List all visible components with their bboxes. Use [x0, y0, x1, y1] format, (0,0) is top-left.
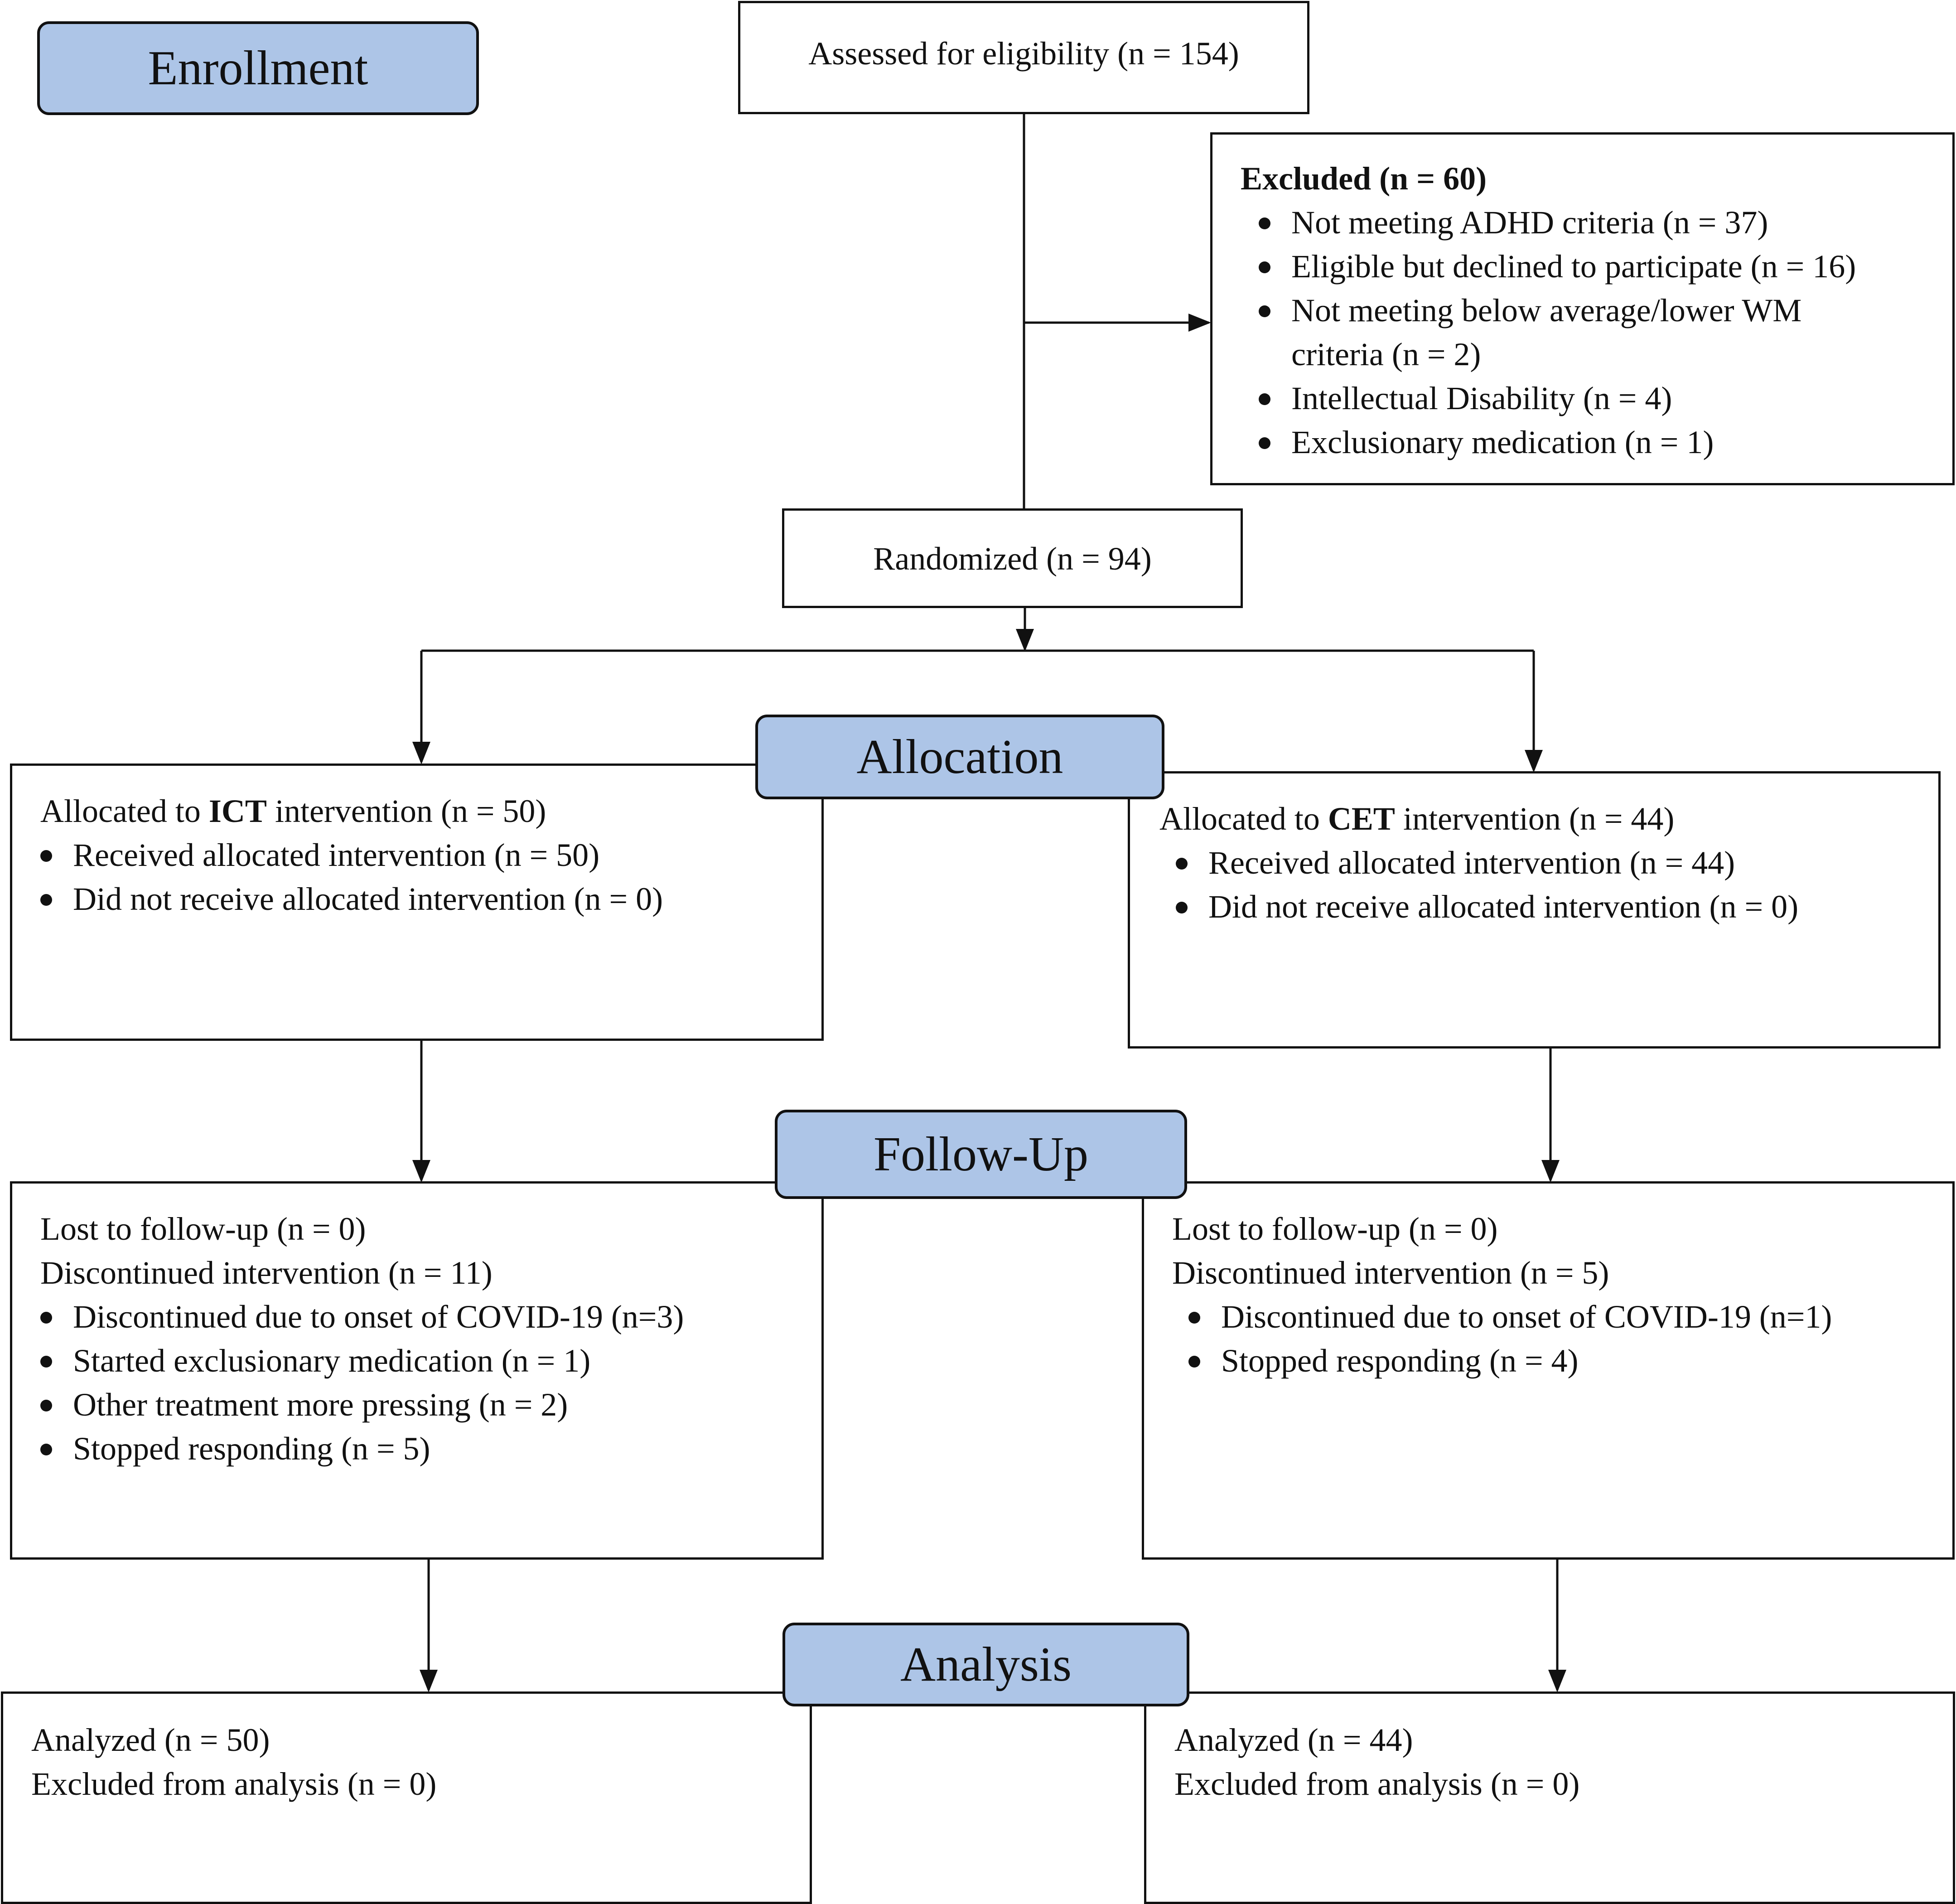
- followup-cet-list: Discontinued due to onset of COVID-19 (n…: [1172, 1295, 1952, 1383]
- analysis-cet-excluded: Excluded from analysis (n = 0): [1174, 1766, 1580, 1802]
- excluded-item: Exclusionary medication (n = 1): [1259, 420, 1952, 464]
- followup-cet-box: Lost to follow-up (n = 0) Discontinued i…: [1142, 1181, 1955, 1560]
- stage-analysis-label: Analysis: [900, 1637, 1072, 1691]
- followup-ict-item: Other treatment more pressing (n = 2): [40, 1383, 821, 1427]
- stage-follow-up: Follow-Up: [775, 1110, 1187, 1199]
- allocation-cet-list: Received allocated intervention (n = 44)…: [1159, 841, 1938, 929]
- assessed-box: Assessed for eligibility (n = 154): [738, 1, 1309, 114]
- randomized-text: Randomized (n = 94): [873, 541, 1152, 577]
- analysis-cet-analyzed: Analyzed (n = 44): [1174, 1722, 1413, 1758]
- allocation-ict-list: Received allocated intervention (n = 50)…: [40, 833, 821, 921]
- stage-enrollment-label: Enrollment: [148, 41, 368, 95]
- excluded-list: Not meeting ADHD criteria (n = 37) Eligi…: [1241, 201, 1952, 464]
- followup-ict-box: Lost to follow-up (n = 0) Discontinued i…: [10, 1181, 824, 1560]
- followup-cet-item: Stopped responding (n = 4): [1188, 1339, 1952, 1383]
- randomized-box: Randomized (n = 94): [782, 508, 1243, 608]
- allocation-cet-heading: Allocated to CET intervention (n = 44): [1159, 801, 1675, 837]
- excluded-item: Eligible but declined to participate (n …: [1259, 245, 1952, 289]
- group-ict: ICT: [208, 793, 267, 829]
- excluded-item: Intellectual Disability (n = 4): [1259, 377, 1952, 420]
- analysis-ict-excluded: Excluded from analysis (n = 0): [31, 1766, 437, 1802]
- followup-ict-item: Discontinued due to onset of COVID-19 (n…: [40, 1295, 821, 1339]
- group-cet: CET: [1328, 801, 1395, 837]
- allocation-cet-box: Allocated to CET intervention (n = 44) R…: [1128, 771, 1941, 1049]
- excluded-item: Not meeting below average/lower WM: [1259, 289, 1952, 333]
- allocation-ict-heading: Allocated to ICT intervention (n = 50): [40, 793, 546, 829]
- excluded-item-continuation: criteria (n = 2): [1291, 336, 1481, 372]
- followup-ict-item: Started exclusionary medication (n = 1): [40, 1339, 821, 1383]
- analysis-ict-analyzed: Analyzed (n = 50): [31, 1722, 270, 1758]
- analysis-ict-box: Analyzed (n = 50) Excluded from analysis…: [1, 1691, 812, 1904]
- analysis-cet-box: Analyzed (n = 44) Excluded from analysis…: [1144, 1691, 1955, 1904]
- assessed-text: Assessed for eligibility (n = 154): [808, 35, 1239, 72]
- excluded-item: Not meeting ADHD criteria (n = 37): [1259, 201, 1952, 245]
- followup-cet-discontinued: Discontinued intervention (n = 5): [1172, 1255, 1609, 1291]
- followup-ict-lost: Lost to follow-up (n = 0): [40, 1211, 366, 1247]
- followup-cet-item: Discontinued due to onset of COVID-19 (n…: [1188, 1295, 1952, 1339]
- followup-ict-item: Stopped responding (n = 5): [40, 1427, 821, 1471]
- stage-enrollment: Enrollment: [37, 21, 479, 115]
- stage-allocation: Allocation: [755, 715, 1164, 799]
- allocation-ict-item: Did not receive allocated intervention (…: [40, 877, 821, 921]
- stage-follow-up-label: Follow-Up: [873, 1127, 1089, 1181]
- followup-ict-discontinued: Discontinued intervention (n = 11): [40, 1255, 493, 1291]
- followup-ict-list: Discontinued due to onset of COVID-19 (n…: [40, 1295, 821, 1471]
- excluded-title: Excluded (n = 60): [1241, 160, 1487, 197]
- allocation-ict-box: Allocated to ICT intervention (n = 50) R…: [10, 764, 824, 1041]
- followup-cet-lost: Lost to follow-up (n = 0): [1172, 1211, 1498, 1247]
- allocation-ict-item: Received allocated intervention (n = 50): [40, 833, 821, 877]
- allocation-cet-item: Did not receive allocated intervention (…: [1176, 885, 1938, 929]
- excluded-box: Excluded (n = 60) Not meeting ADHD crite…: [1210, 132, 1955, 485]
- stage-allocation-label: Allocation: [856, 730, 1063, 784]
- stage-analysis: Analysis: [782, 1623, 1189, 1706]
- allocation-cet-item: Received allocated intervention (n = 44): [1176, 841, 1938, 885]
